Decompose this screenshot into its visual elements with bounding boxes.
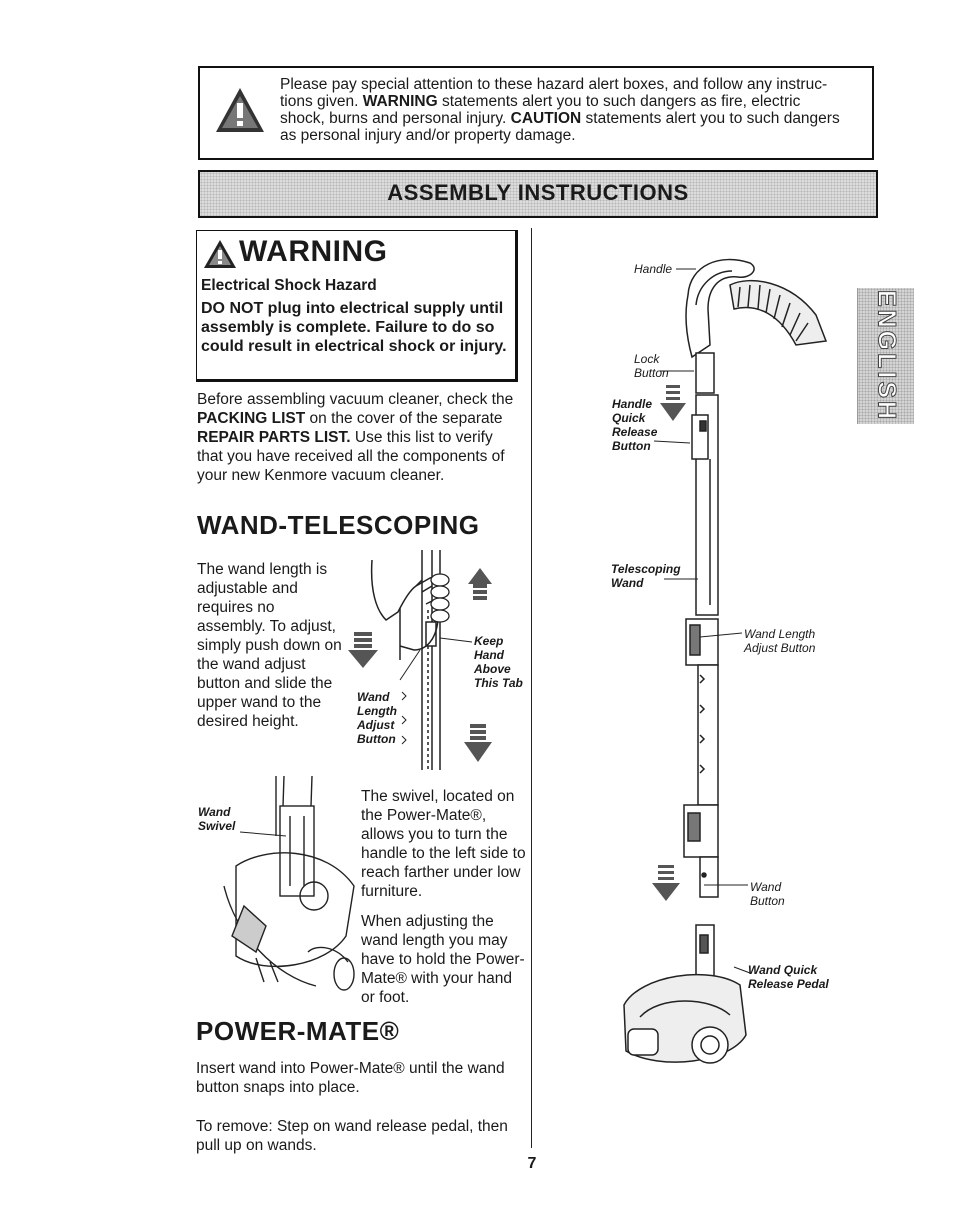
handle-quick-release-button-label: Handle Quick Release Button xyxy=(612,397,658,453)
assembly-banner: ASSEMBLY INSTRUCTIONS xyxy=(198,170,878,218)
hazard-notice-text: Please pay special attention to these ha… xyxy=(280,76,840,144)
intro-paragraph: Before assembling vacuum cleaner, check … xyxy=(197,391,514,484)
up-arrow-icon xyxy=(468,568,492,600)
banner-title: ASSEMBLY INSTRUCTIONS xyxy=(387,180,689,205)
warning-title: WARNING xyxy=(239,235,388,268)
wand-telescoping-text: The wand length is adjustable and requir… xyxy=(197,561,342,730)
wand-length-adjust-button-label: Wand Length Adjust Button xyxy=(357,690,397,746)
wand-swivel-illustration xyxy=(223,776,355,991)
hazard-notice-box: Please pay special attention to these ha… xyxy=(198,66,874,160)
side-tab-label: ENGLISH xyxy=(872,289,901,423)
page-number: 7 xyxy=(527,1155,537,1172)
handle-label: Handle xyxy=(634,262,673,276)
power-mate-heading: POWER-MATE® xyxy=(196,1016,400,1046)
down-arrow-icon xyxy=(348,632,378,668)
warning-triangle-icon xyxy=(204,240,236,268)
power-mate-text: Insert wand into Power-Mate® until the w… xyxy=(196,1060,505,1096)
adjust-note-paragraph: When adjusting the wand length you may h… xyxy=(361,913,525,1006)
wand-telescoping-heading: WAND-TELESCOPING xyxy=(197,510,480,540)
warning-subtitle: Electrical Shock Hazard xyxy=(201,277,377,294)
wand-quick-release-pedal-label: Wand Quick Release Pedal xyxy=(748,963,829,991)
telescoping-wand-label: Telescoping Wand xyxy=(611,562,681,590)
vacuum-wand-illustration xyxy=(623,258,828,1064)
lock-button-label: Lock Button xyxy=(634,352,669,380)
down-arrow-icon xyxy=(652,865,680,901)
down-arrow-icon xyxy=(464,724,492,762)
wand-adjust-illustration xyxy=(348,550,492,770)
wand-swivel-label: Wand Swivel xyxy=(198,805,236,833)
down-arrow-icon xyxy=(660,385,686,421)
keep-hand-label: Keep Hand Above This Tab xyxy=(474,634,523,690)
wand-button-label: Wand Button xyxy=(750,880,785,908)
swivel-paragraph: The swivel, located on the Power-Mate®, … xyxy=(361,788,526,900)
warning-body: DO NOT plug into electrical supply until… xyxy=(201,300,507,355)
warning-box: WARNING Electrical Shock Hazard DO NOT p… xyxy=(196,230,518,382)
warning-triangle-icon xyxy=(216,88,264,132)
remove-instructions: To remove: Step on wand release pedal, t… xyxy=(196,1118,508,1154)
column-divider xyxy=(531,228,532,1148)
wand-length-adjust-button-right-label: Wand Length Adjust Button xyxy=(744,627,816,655)
language-side-tab: ENGLISH xyxy=(857,288,914,424)
